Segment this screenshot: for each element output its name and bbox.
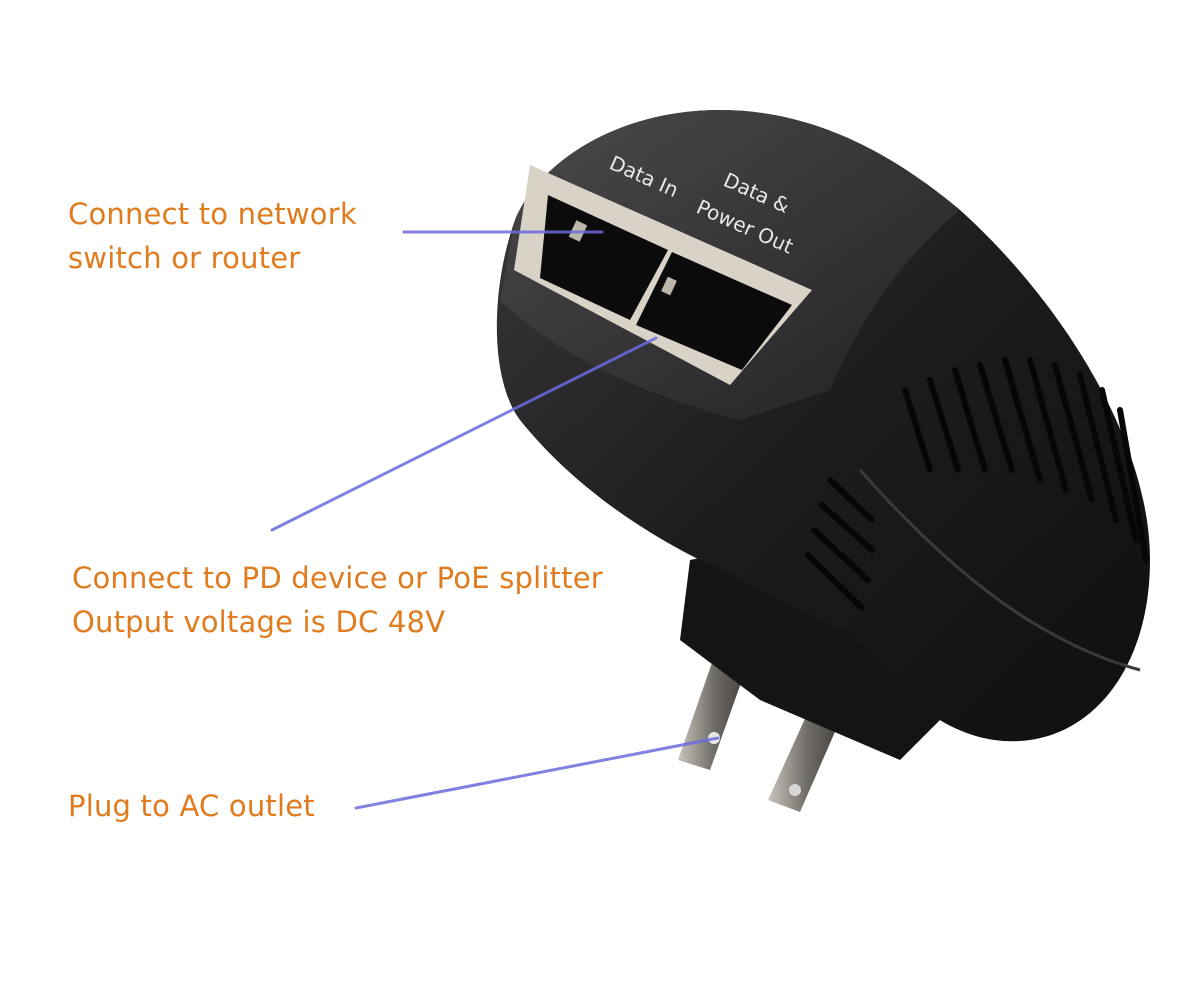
leader-line-pd-device [270, 336, 658, 532]
callout-pd-line1: Connect to PD device or PoE splitter [72, 561, 603, 595]
callout-network-switch: Connect to network switch or router [68, 192, 357, 280]
ventilation-slots [805, 357, 1149, 611]
rj45-port-frame [514, 165, 812, 385]
callout-pd-line2: Output voltage is DC 48V [72, 605, 446, 639]
callout-ac-line1: Plug to AC outlet [68, 789, 315, 823]
callout-network-line2: switch or router [68, 241, 301, 275]
callout-pd-device: Connect to PD device or PoE splitter Out… [72, 556, 603, 644]
leader-line-ac-outlet [354, 736, 720, 810]
callout-network-line1: Connect to network [68, 197, 357, 231]
leader-lines [270, 230, 720, 810]
data-in-port [540, 195, 668, 320]
callout-ac-outlet: Plug to AC outlet [68, 784, 315, 828]
